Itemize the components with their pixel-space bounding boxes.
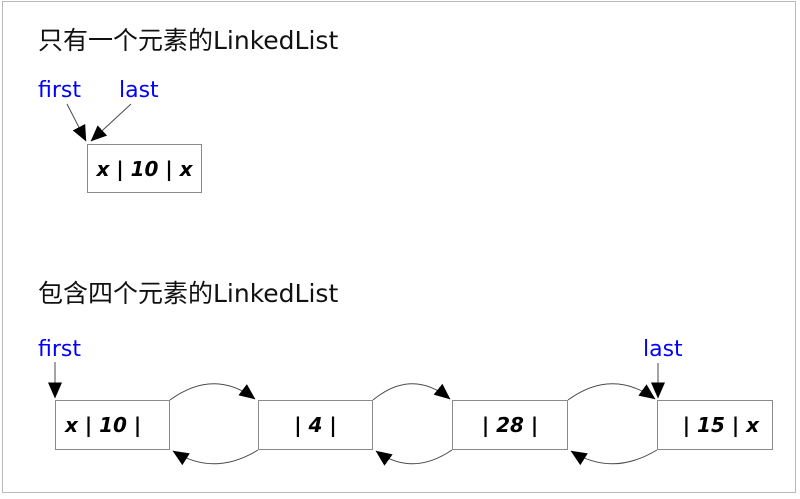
prev-pointer-arc-3: [570, 449, 658, 466]
single-last-label: last: [119, 78, 159, 103]
node-1-value: x | 10 |: [65, 413, 142, 437]
next-pointer-arc-1: [169, 383, 256, 401]
list-node-4: | 15 | x: [657, 400, 773, 450]
node-3-value: | 28 |: [481, 413, 539, 437]
single-first-label: first: [38, 78, 81, 103]
single-node-value: x | 10 | x: [96, 156, 193, 181]
list-node-1: x | 10 |: [55, 400, 170, 450]
node-4-value: | 15 | x: [682, 413, 759, 437]
single-list-node: x | 10 | x: [87, 144, 202, 193]
prev-pointer-arc-1: [172, 449, 259, 466]
single-first-pointer-arrow: [66, 103, 87, 142]
node-2-value: | 4 |: [294, 413, 337, 437]
four-last-label: last: [643, 337, 683, 362]
next-pointer-arc-2: [372, 383, 451, 401]
list-node-2: | 4 |: [258, 400, 373, 450]
four-first-label: first: [38, 337, 81, 362]
four-list-title: 包含四个元素的LinkedList: [38, 279, 339, 308]
next-pointer-arc-3: [567, 383, 656, 401]
prev-pointer-arc-2: [375, 449, 453, 466]
list-node-3: | 28 |: [452, 400, 568, 450]
single-last-pointer-arrow: [90, 103, 132, 142]
single-list-title: 只有一个元素的LinkedList: [38, 26, 339, 55]
